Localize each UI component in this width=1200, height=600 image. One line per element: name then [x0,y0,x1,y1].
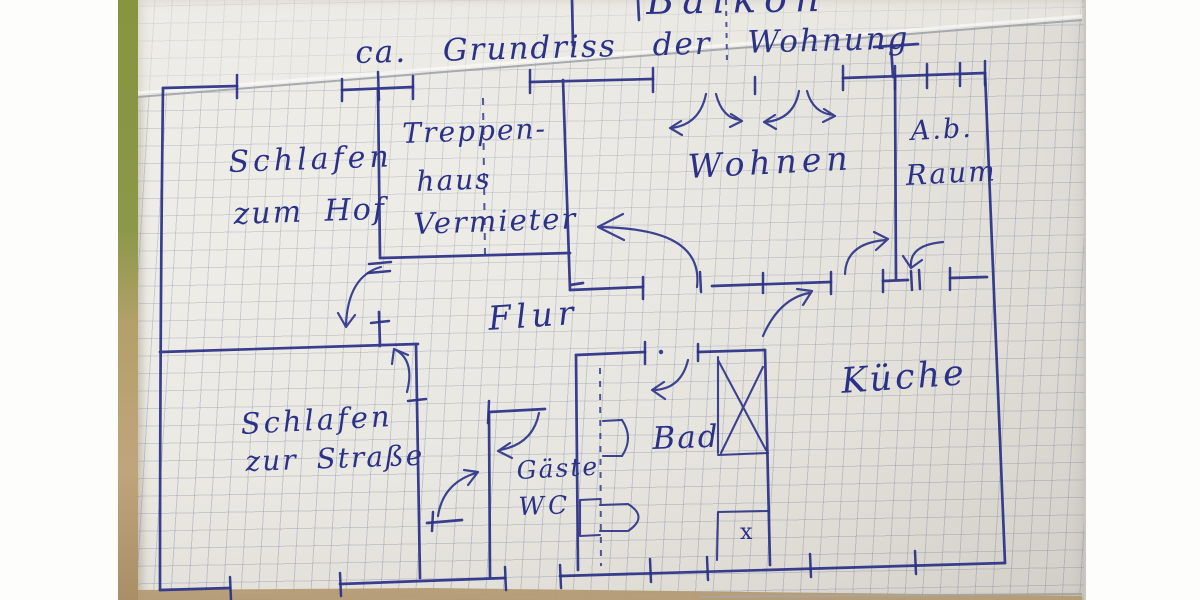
door-swing-arrows [336,89,945,518]
room-label-gaeste-wc-line1: Gäste [515,451,600,485]
outer-walls [158,71,1007,592]
room-label-schlafen-hof-line1: Schlafen [227,139,394,180]
balcony-door-arrow-2 [714,92,744,129]
arrow-kueche-to-wohnen [843,230,890,276]
balcony-walls [570,0,920,79]
room-label-treppenhaus-line2: haus [415,162,493,198]
room-label-schlafen-strasse-line2: zur Straße [244,438,425,478]
arrow-stairwell-door [336,265,383,329]
balcony-door-arrow-4 [805,89,837,124]
arrow-schlafen-strasse-door [390,347,411,394]
room-label-wohnen: Wohnen [686,138,854,186]
room-label-treppenhaus-line3: Vermieter [412,201,578,241]
arrow-bad-door [650,358,690,401]
room-label-treppenhaus-line1: Treppen- [401,111,548,150]
toilet-icon-2 [578,497,640,538]
shower-x-mark: x [740,520,755,545]
arrow-ab-raum-door [901,240,945,270]
shower-x-box [715,509,770,562]
paper-bottom-edge [138,588,1083,600]
room-label-schlafen-hof-line2: zum Hof [232,191,387,232]
window-ticks [228,59,987,600]
interior-walls [158,76,989,580]
room-label-ab-raum-line1: A.b. [909,112,974,147]
paper-top-edge [137,0,1083,98]
arrow-wc-door-2 [436,468,480,518]
room-label-flur: Flur [486,292,580,338]
stairs-dashed-line [482,97,486,256]
room-label-kueche: Küche [839,353,969,402]
stairwell-walls [376,78,585,348]
balcony-door-arrow-3 [762,89,801,131]
paper-sheen [138,0,1084,600]
bath-dashed-line [599,367,602,567]
room-label-balkon: Balkon [646,0,828,23]
room-label-schlafen-strasse-line1: Schlafen [239,399,394,441]
room-label-bad: Bad [651,418,721,457]
bathtub-x-box [716,355,770,457]
toilet-icon [601,418,630,458]
room-label-ab-raum-line2: Raum [904,154,998,192]
graph-paper-sheet [138,0,1086,600]
arrow-wohnen-to-flur [596,212,699,289]
room-label-gaeste-wc-line2: WC [517,490,572,521]
arrow-wc-door [496,411,541,460]
balcony-door-arrow-1 [668,92,708,137]
arrow-flur-to-kueche [761,287,814,338]
